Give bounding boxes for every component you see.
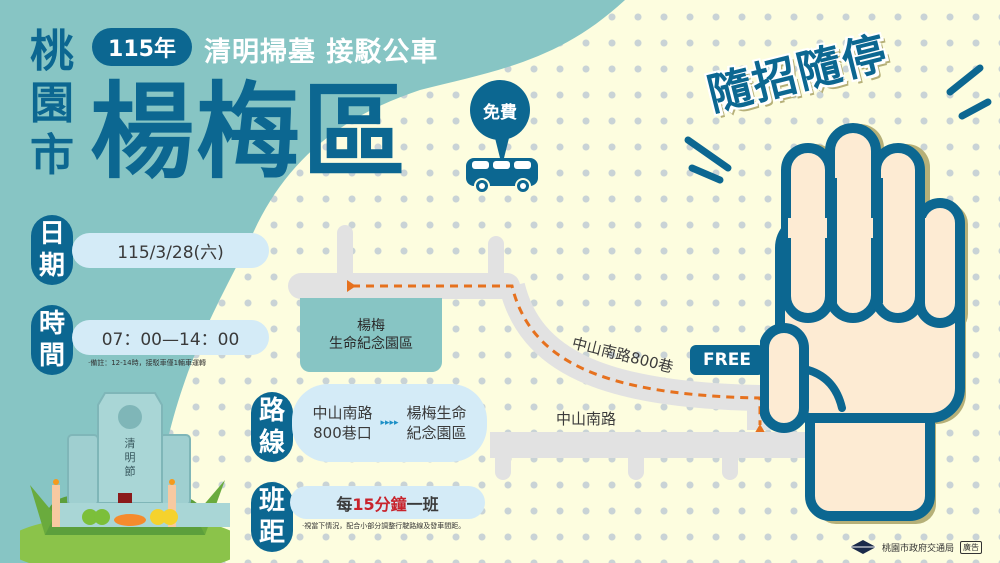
org-name: 桃園市政府交通局 bbox=[882, 543, 955, 554]
time-note: ‧備註：12-14時，接駁車僅1輛車運轉 bbox=[88, 359, 207, 367]
route-start-arrow-icon bbox=[347, 280, 356, 292]
route-badge: 路 線 bbox=[251, 392, 293, 462]
road bbox=[490, 432, 810, 458]
raised-hand-icon bbox=[760, 123, 968, 524]
badge-char: 間 bbox=[38, 341, 65, 371]
city-char: 園 bbox=[30, 78, 74, 129]
route-to: 楊梅生命 bbox=[406, 404, 467, 422]
city-char: 市 bbox=[30, 130, 74, 181]
arrow-icon: ▸▸▸▸ bbox=[380, 418, 399, 428]
footer-org: 桃園市政府交通局 廣告 bbox=[850, 540, 983, 554]
ad-tag: 廣告 bbox=[960, 540, 983, 554]
road bbox=[628, 445, 644, 480]
district-title: 楊梅區 bbox=[90, 71, 409, 193]
badge-char: 線 bbox=[258, 428, 285, 458]
free-bus-icon: FREE bbox=[690, 345, 764, 375]
route-from: 中山南路 bbox=[312, 404, 373, 422]
headway-badge: 班 距 bbox=[251, 482, 293, 552]
headway-highlight: 15分鐘 bbox=[352, 494, 407, 514]
department-logo-icon bbox=[850, 540, 876, 554]
route-from: 800巷口 bbox=[313, 424, 372, 442]
svg-text:明: 明 bbox=[125, 451, 136, 464]
road-label: 中山南路 bbox=[556, 410, 617, 428]
city-name-vertical: 桃 園 市 bbox=[30, 26, 74, 182]
road bbox=[337, 225, 353, 285]
date-value: 115/3/28(六) bbox=[72, 233, 269, 268]
route-value: 中山南路 800巷口 ▸▸▸▸ 楊梅生命 紀念園區 bbox=[292, 384, 487, 462]
cemetery-block: 楊梅 生命紀念園區 bbox=[300, 298, 442, 372]
tombstone-illustration: 清 明 節 bbox=[20, 392, 230, 563]
route-to: 紀念園區 bbox=[406, 424, 467, 442]
road bbox=[722, 445, 738, 480]
badge-char: 日 bbox=[38, 219, 65, 249]
headway-prefix: 每 bbox=[336, 494, 353, 514]
cemetery-label: 生命紀念園區 bbox=[329, 336, 413, 352]
cemetery-label: 楊梅 bbox=[357, 318, 385, 334]
headway-suffix: 一班 bbox=[406, 494, 439, 514]
subtitle: 清明掃墓 接駁公車 bbox=[204, 37, 439, 68]
road bbox=[495, 445, 511, 480]
badge-char: 班 bbox=[258, 486, 285, 516]
headway-note: ‧視當下情況，配合小部分調整行駛路線及發車間距。 bbox=[302, 522, 466, 530]
date-badge: 日 期 bbox=[31, 215, 73, 285]
badge-char: 期 bbox=[38, 251, 65, 281]
time-value: 07：00—14：00 bbox=[72, 320, 269, 355]
badge-char: 路 bbox=[258, 396, 285, 426]
badge-char: 時 bbox=[38, 309, 65, 339]
svg-text:節: 節 bbox=[125, 464, 136, 478]
headway-value: 每 15分鐘 一班 bbox=[290, 486, 485, 519]
time-badge: 時 間 bbox=[31, 305, 73, 375]
year-badge: 115年 bbox=[92, 28, 192, 66]
badge-char: 距 bbox=[258, 518, 285, 548]
svg-text:清: 清 bbox=[125, 437, 136, 450]
emphasis-lines-icon bbox=[684, 64, 992, 184]
city-char: 桃 bbox=[30, 26, 74, 77]
bus-icon bbox=[466, 130, 538, 194]
